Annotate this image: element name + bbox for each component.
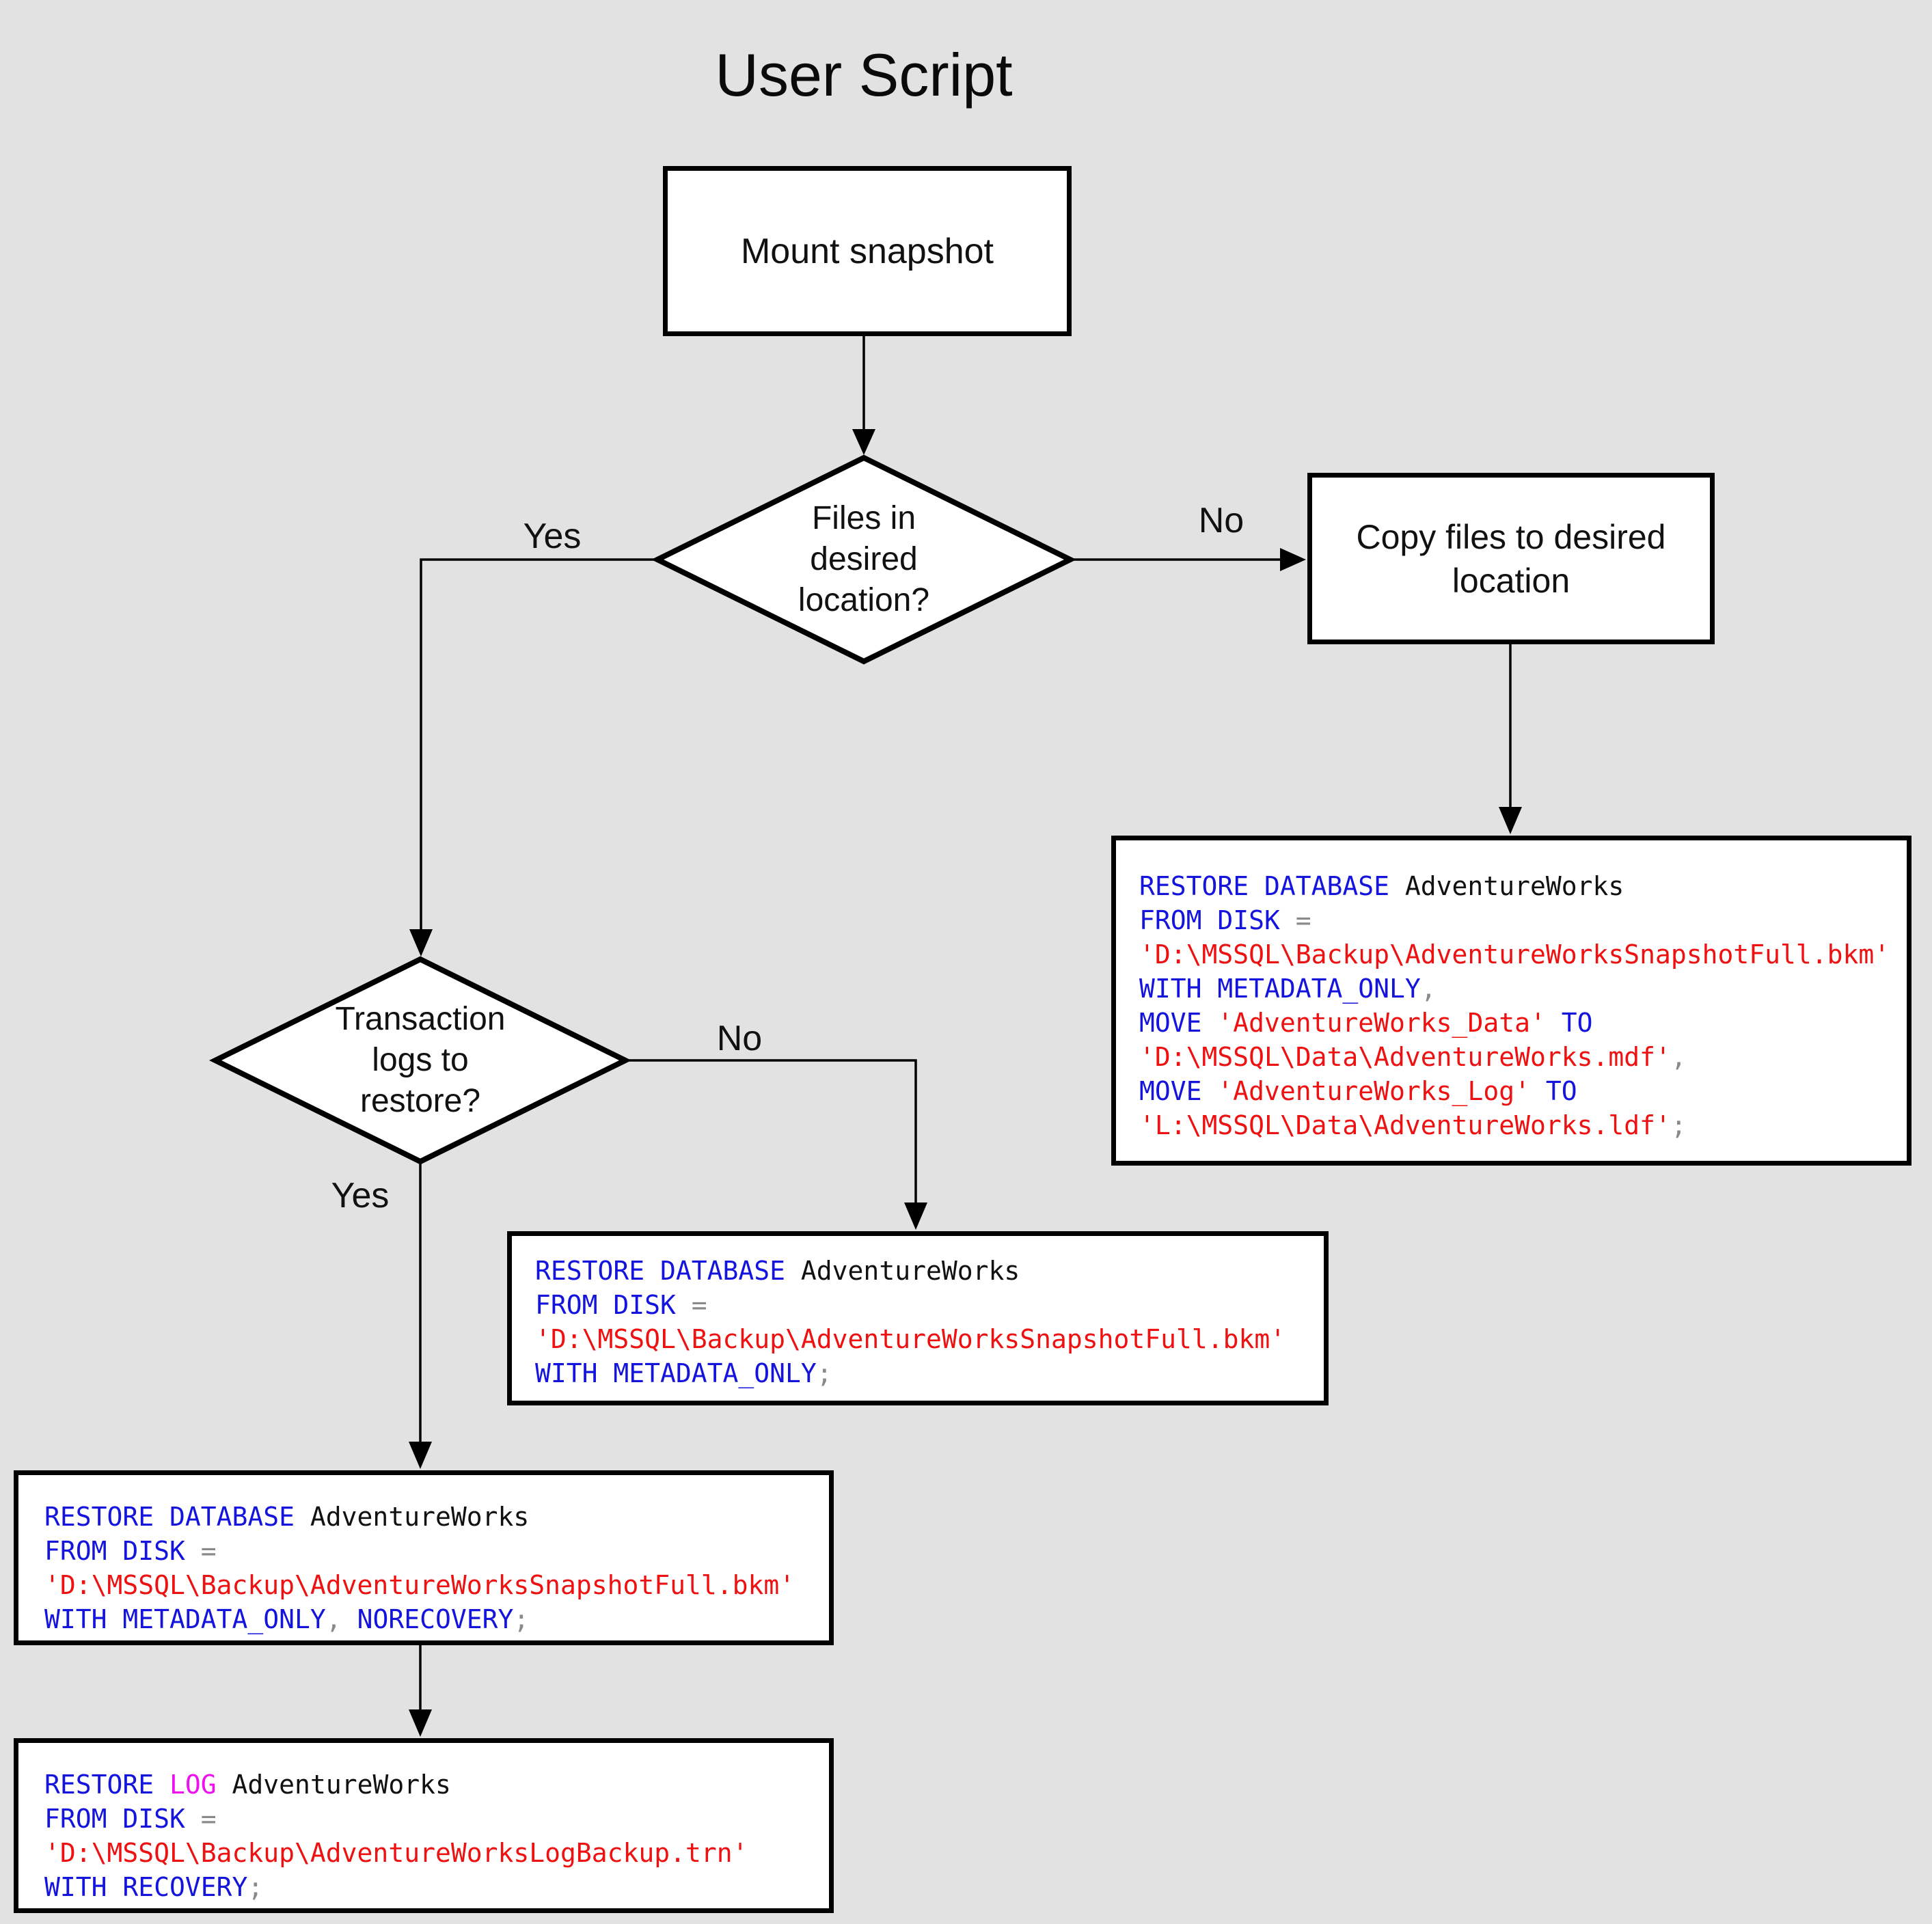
page-title: User Script xyxy=(715,41,1013,109)
decision-logs-shape xyxy=(208,956,632,1165)
edge-label-logs-yes: Yes xyxy=(331,1176,390,1215)
edge-label-files-yes: Yes xyxy=(523,517,582,556)
arrowhead-logs-decision xyxy=(409,929,433,957)
arrowhead-copy-box xyxy=(1280,548,1306,571)
edge-logs-no xyxy=(625,1059,917,1202)
arrowhead-sql-norec xyxy=(409,1442,432,1469)
decision-files-shape xyxy=(651,454,1077,665)
arrowhead-files-decision xyxy=(852,429,875,455)
arrowhead-sql-log xyxy=(409,1709,432,1737)
process-mount-snapshot-label: Mount snapshot xyxy=(740,231,994,271)
process-mount-snapshot: Mount snapshot xyxy=(663,166,1072,336)
edge-files-yes xyxy=(420,558,657,929)
arrowhead-sql-meta xyxy=(904,1202,927,1230)
edge-label-files-no: No xyxy=(1198,501,1244,540)
edge-label-logs-no: No xyxy=(716,1019,763,1058)
arrowhead-sql-move xyxy=(1499,807,1522,834)
